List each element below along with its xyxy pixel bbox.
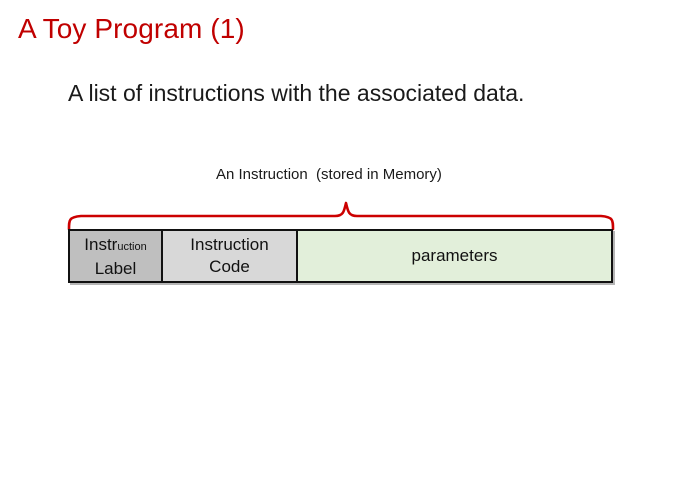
cell-parameters: parameters [298, 231, 611, 281]
instruction-layout-table: Instruction Label Instruction Code param… [68, 229, 613, 283]
page-title: A Toy Program (1) [18, 13, 245, 44]
parameters-label: parameters [411, 246, 498, 265]
cell-instruction-label: Instruction Label [70, 231, 163, 281]
instruction-label-main: Instr [84, 234, 118, 254]
instruction-code-line2: Code [209, 257, 250, 276]
instruction-label-line2: Label [94, 258, 137, 278]
instruction-label-line1: Instruction [84, 234, 146, 258]
cell-instruction-code: Instruction Code [163, 231, 298, 281]
diagram-caption: An Instruction (stored in Memory) [216, 166, 442, 183]
instruction-label-suffix: uction [117, 240, 147, 253]
curly-brace-icon [60, 193, 622, 231]
body-text: A list of instructions with the associat… [68, 80, 525, 106]
instruction-code-line1: Instruction [190, 235, 269, 254]
